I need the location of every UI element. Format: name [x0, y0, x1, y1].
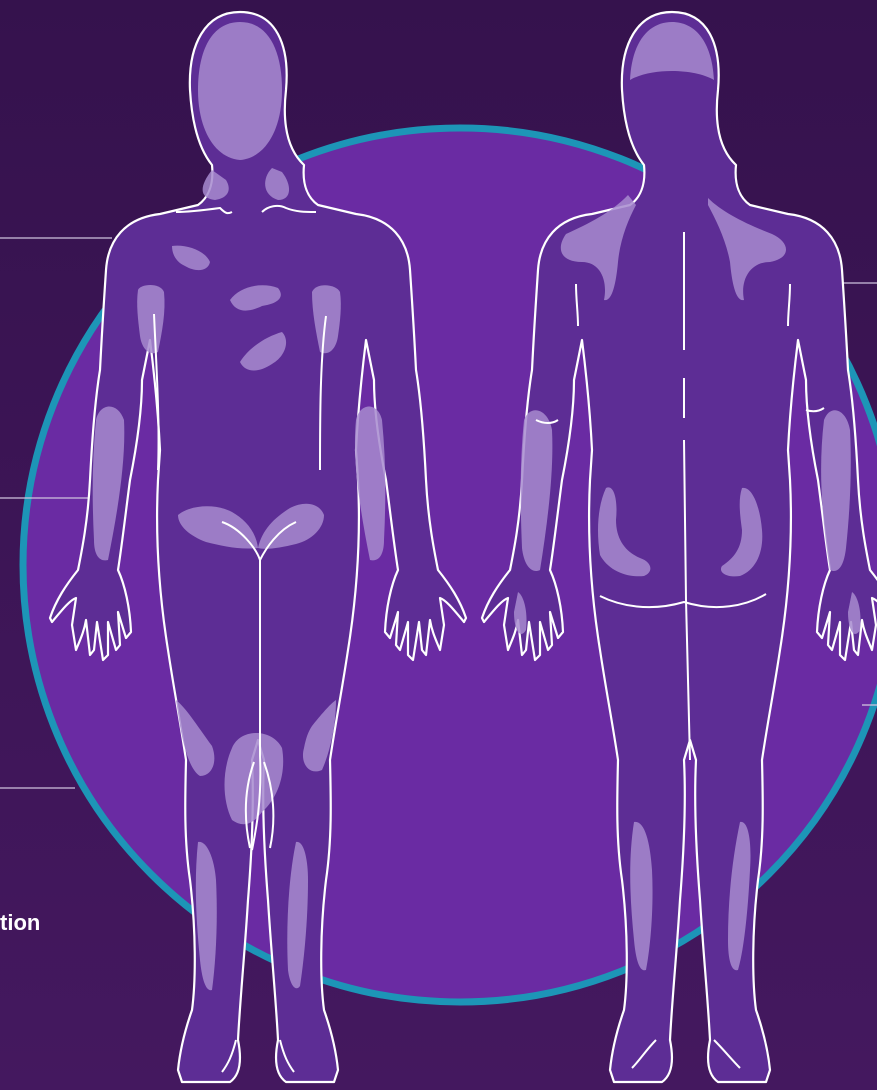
front-head-highlight — [198, 22, 282, 160]
region-label: tion — [0, 910, 40, 936]
